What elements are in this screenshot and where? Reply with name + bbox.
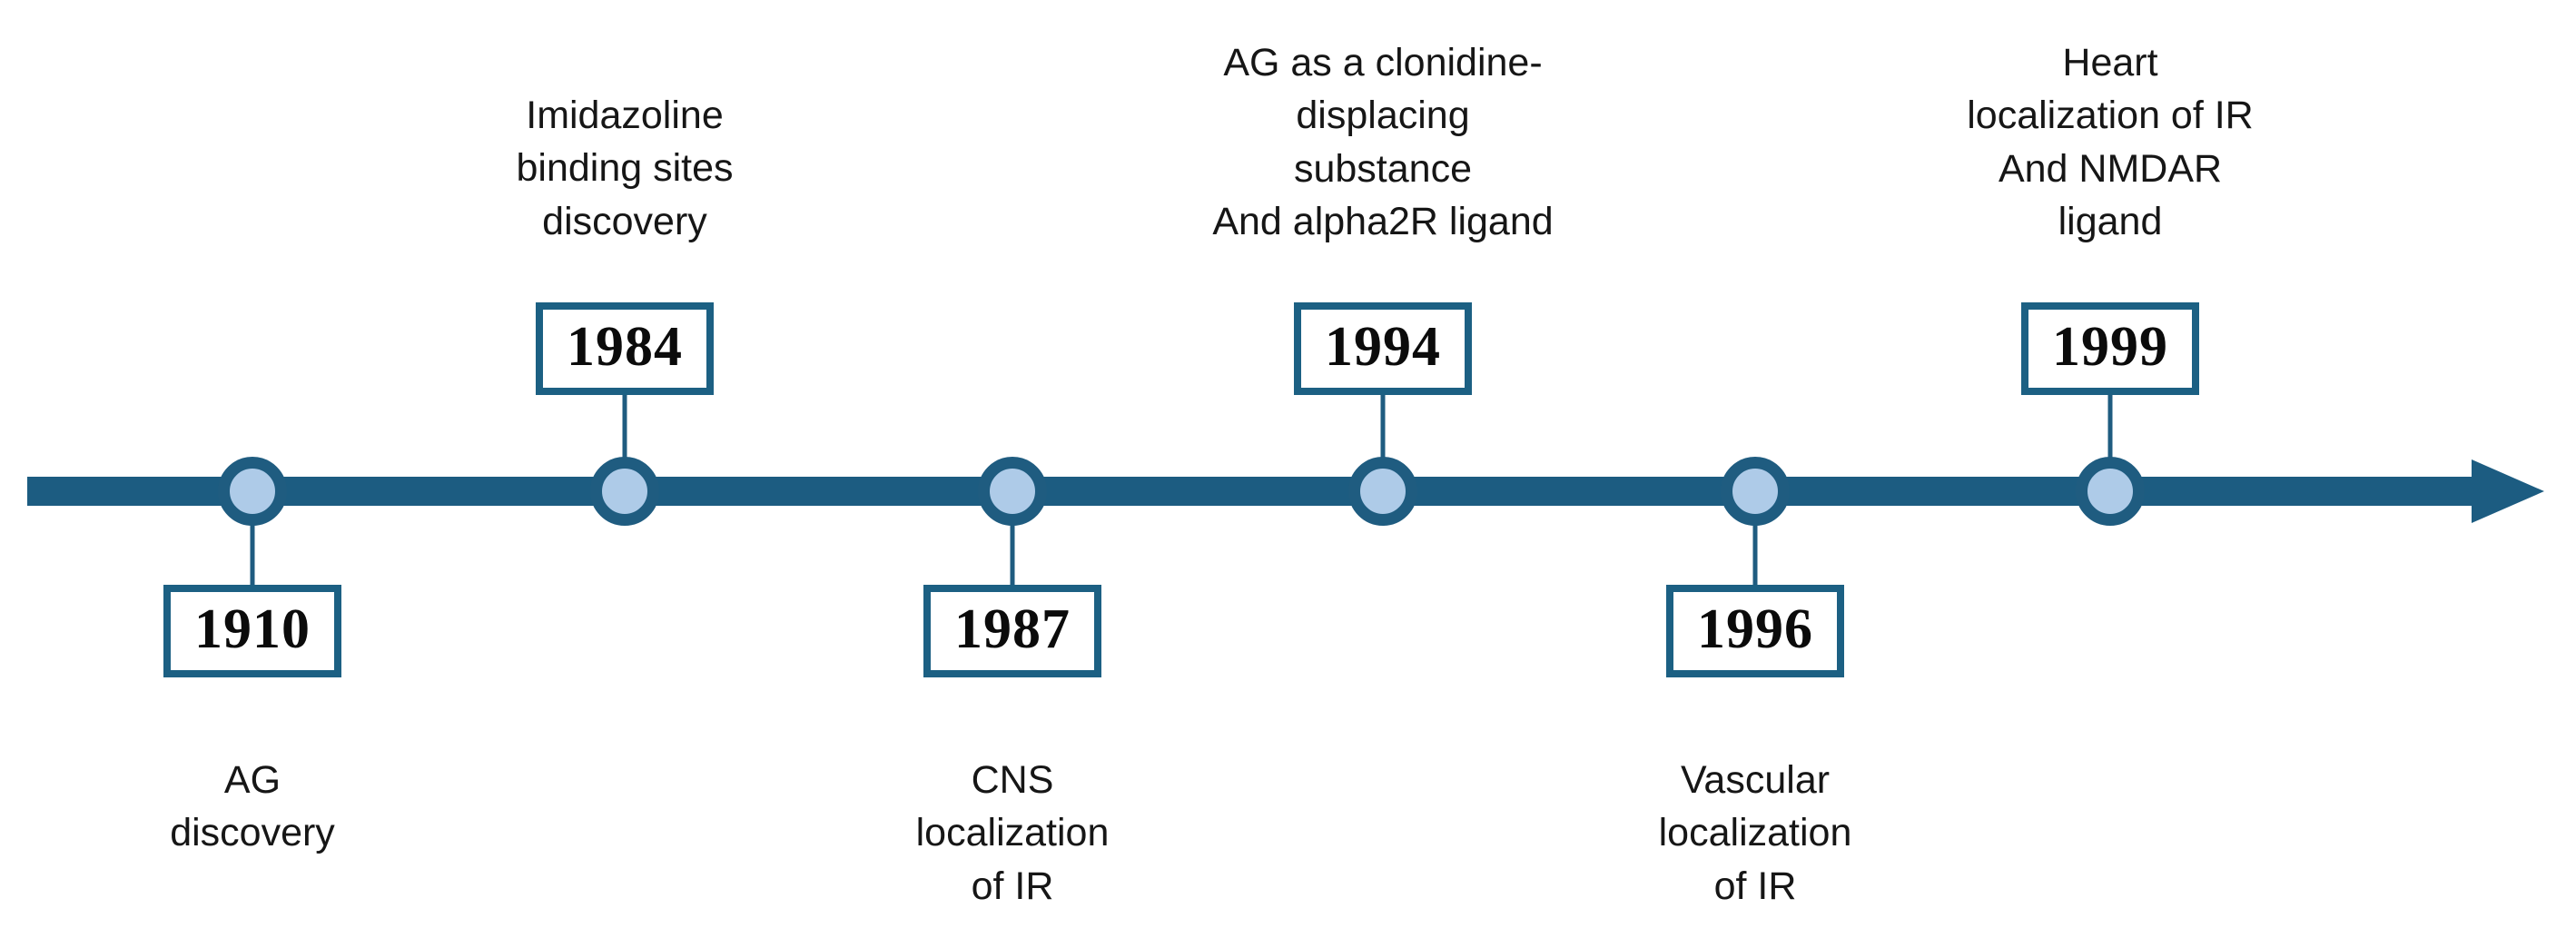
caption-line: Vascular: [1680, 758, 1831, 802]
caption-line: And alpha2R ligand: [1212, 200, 1554, 244]
year-label: 1987: [954, 598, 1071, 660]
caption-line: ligand: [2058, 200, 2163, 244]
year-box-1996[interactable]: 1996: [1666, 585, 1844, 677]
event-connector-1996: [1752, 491, 1758, 588]
event-connector-1999: [2107, 395, 2113, 491]
year-label: 1984: [567, 316, 683, 378]
timeline-node-1984[interactable]: [590, 457, 659, 526]
year-box-1984[interactable]: 1984: [536, 302, 714, 395]
caption-line: AG: [223, 758, 281, 802]
caption-line: AG as a clonidine-: [1223, 41, 1543, 84]
caption-line: of IR: [1713, 864, 1797, 908]
year-label: 1999: [2052, 316, 2168, 378]
caption-line: localization: [915, 811, 1110, 855]
year-label: 1994: [1325, 316, 1441, 378]
caption-line: discovery: [542, 199, 707, 243]
timeline-node-1996[interactable]: [1721, 457, 1790, 526]
year-box-1987[interactable]: 1987: [923, 585, 1101, 677]
timeline-node-1910[interactable]: [218, 457, 287, 526]
caption-line: And NMDAR: [1998, 146, 2223, 191]
timeline-node-1999[interactable]: [2076, 457, 2145, 526]
event-connector-1984: [622, 395, 627, 491]
event-connector-1994: [1380, 395, 1386, 491]
event-connector-1987: [1010, 491, 1015, 588]
timeline-node-1994[interactable]: [1348, 457, 1417, 526]
caption-line: Imidazoline: [526, 94, 724, 137]
caption-line: displacing: [1296, 94, 1470, 138]
timeline-axis-line: [27, 477, 2479, 506]
event-connector-1910: [250, 491, 255, 588]
caption-line: localization of IR: [1967, 94, 2254, 138]
caption-line: substance: [1293, 146, 1473, 191]
caption-line: discovery: [170, 811, 335, 855]
caption-line: CNS: [971, 758, 1054, 802]
event-caption-1996: Vascular localization of IR: [1659, 754, 1852, 913]
caption-line: Heart: [2062, 41, 2158, 84]
caption-line: of IR: [971, 864, 1054, 908]
event-caption-1910: AG discovery: [170, 754, 335, 860]
event-caption-1999: Heart localization of IR And NMDAR ligand: [1967, 36, 2254, 249]
year-box-1999[interactable]: 1999: [2021, 302, 2199, 395]
year-box-1994[interactable]: 1994: [1294, 302, 1472, 395]
event-caption-1987: CNS localization of IR: [916, 754, 1110, 913]
timeline-arrow-icon: [2472, 459, 2544, 523]
event-caption-1984: Imidazoline binding sites discovery: [516, 89, 733, 248]
year-box-1910[interactable]: 1910: [163, 585, 341, 677]
year-label: 1996: [1697, 598, 1813, 660]
timeline-node-1987[interactable]: [978, 457, 1047, 526]
caption-line: binding sites: [516, 146, 734, 191]
caption-line: localization: [1658, 811, 1852, 855]
year-label: 1910: [194, 598, 311, 660]
